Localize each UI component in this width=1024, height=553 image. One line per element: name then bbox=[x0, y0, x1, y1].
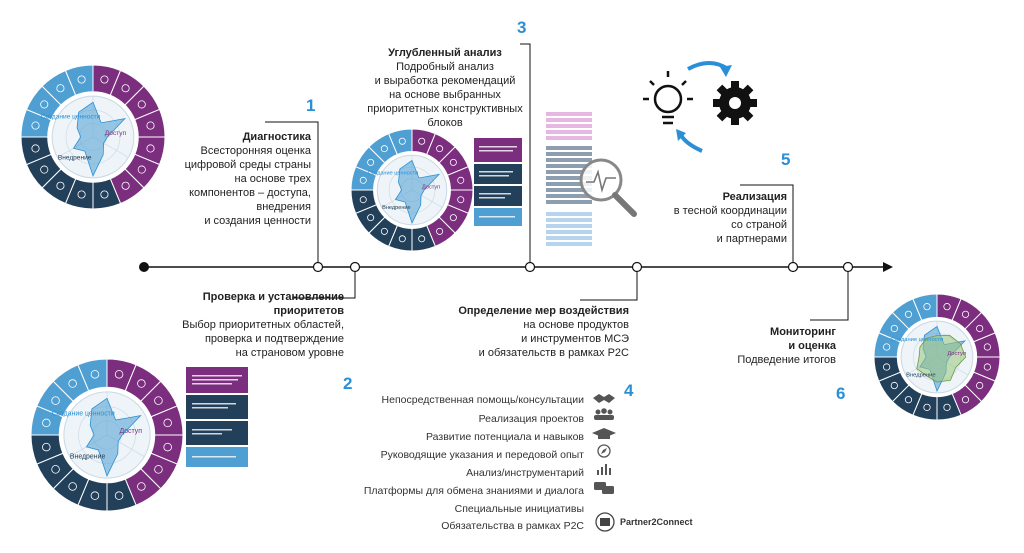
svg-text:Доступ: Доступ bbox=[947, 351, 966, 357]
svg-text:Доступ: Доступ bbox=[422, 184, 440, 190]
lightbulb-icon bbox=[643, 71, 693, 125]
svg-text:Создание ценности: Создание ценности bbox=[368, 170, 419, 176]
itu-logo-icon bbox=[595, 512, 615, 532]
tool-item: Обязательства в рамках P2C bbox=[441, 520, 584, 532]
stage-5-text: Реализация в тесной координации со стран… bbox=[673, 191, 787, 245]
stage-4-number: 4 bbox=[624, 381, 634, 400]
priority-panel-stage3 bbox=[474, 138, 522, 226]
stage-5-number: 5 bbox=[781, 150, 791, 169]
stage-1-title: Диагностика bbox=[242, 131, 311, 143]
svg-text:Создание ценности: Создание ценности bbox=[891, 337, 943, 343]
deep-analysis-bars bbox=[546, 112, 637, 246]
tool-icons bbox=[592, 394, 616, 494]
stage-1-number: 1 bbox=[306, 96, 316, 115]
svg-text:Доступ: Доступ bbox=[119, 428, 142, 435]
bar-chart-icon bbox=[597, 464, 611, 475]
implementation-icons bbox=[643, 61, 757, 153]
partner2connect-label: Partner2Connect bbox=[620, 517, 693, 527]
svg-text:Создание ценности: Создание ценности bbox=[41, 114, 101, 121]
tool-item: Платформы для обмена знаниями и диалога bbox=[363, 485, 584, 497]
magnifier-icon bbox=[579, 158, 637, 217]
handshake-icon bbox=[593, 394, 615, 403]
stage-6-number: 6 bbox=[836, 384, 846, 403]
compass-icon bbox=[597, 444, 611, 458]
svg-text:Внедрение: Внедрение bbox=[906, 373, 935, 379]
svg-text:Внедрение: Внедрение bbox=[70, 454, 106, 461]
stage-3-text: Углубленный анализ Подробный анализ и вы… bbox=[367, 47, 523, 129]
svg-text:Внедрение: Внедрение bbox=[58, 154, 92, 161]
tool-item: Реализация проектов bbox=[478, 413, 584, 425]
stage-1-text: Диагностика Всесторонняя оценка цифровой… bbox=[184, 131, 311, 227]
tool-item: Анализ/инструментарий bbox=[466, 467, 584, 479]
tool-item: Непосредственная помощь/консультации bbox=[381, 394, 584, 406]
chat-icon bbox=[594, 482, 614, 494]
priority-panel-stage2 bbox=[186, 367, 248, 467]
tool-item: Специальные инициативы bbox=[454, 503, 584, 515]
svg-text:Доступ: Доступ bbox=[105, 130, 127, 137]
gear-icon bbox=[713, 81, 757, 125]
svg-text:Внедрение: Внедрение bbox=[382, 205, 411, 211]
stage-2-text: Проверка и установление приоритетов Выбо… bbox=[182, 291, 344, 359]
tool-item: Руководящие указания и передовой опыт bbox=[380, 449, 584, 461]
group-icon bbox=[594, 408, 614, 420]
stage-6-text: Мониторинг и оценка Подведение итогов bbox=[737, 326, 836, 366]
svg-text:Создание ценности: Создание ценности bbox=[52, 411, 115, 418]
tool-item: Развитие потенциала и навыков bbox=[426, 431, 584, 443]
stage-4-text: Определение мер воздействия на основе пр… bbox=[458, 305, 629, 359]
graduation-cap-icon bbox=[592, 428, 616, 439]
stage-3-number: 3 bbox=[517, 18, 527, 37]
stage-2-number: 2 bbox=[343, 374, 353, 393]
